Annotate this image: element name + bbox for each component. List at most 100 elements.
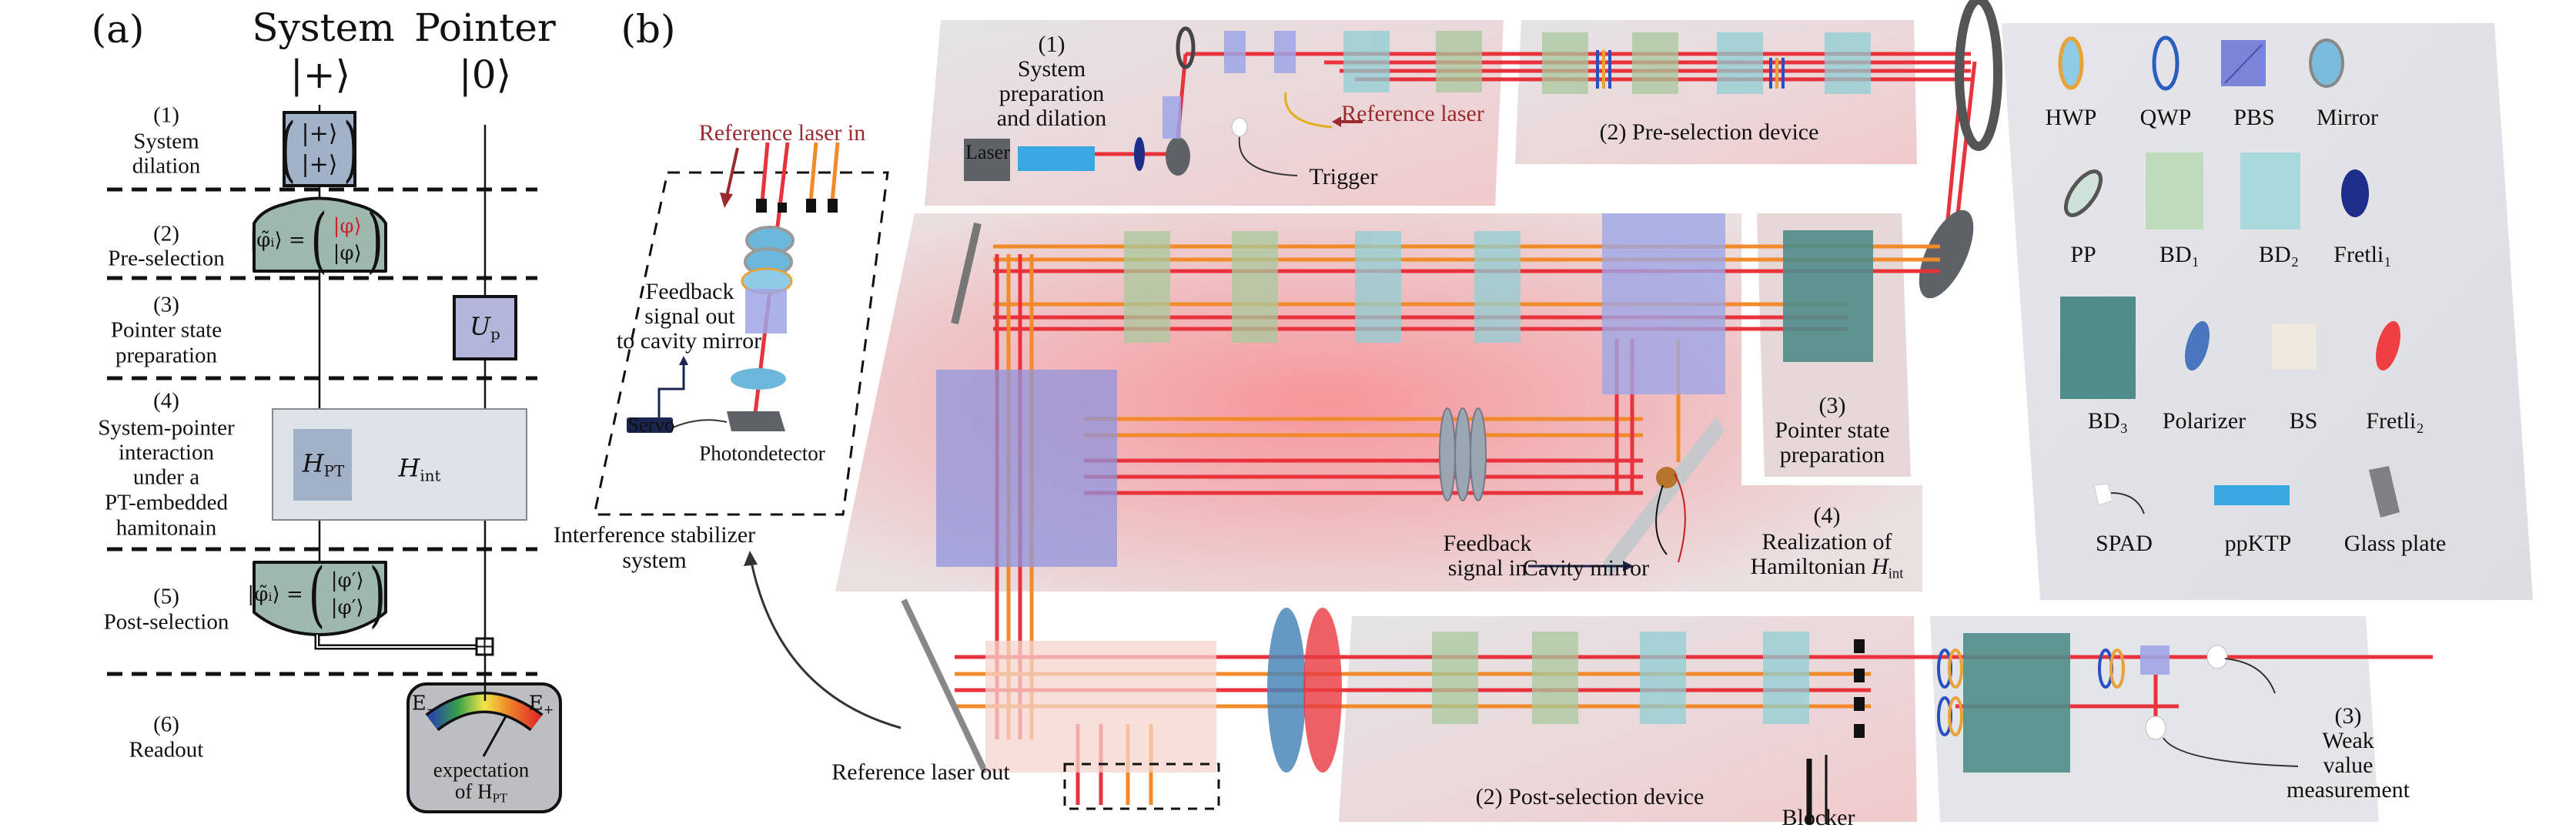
bd3 [1783,230,1873,362]
reference-out-box [1063,763,1220,810]
system-title: System [252,5,395,50]
step-number: (1) [153,102,179,128]
plate-preselection [1515,20,1917,164]
pointer-prep-label: Pointer state [1775,417,1890,443]
hwp [2109,649,2125,689]
pp-plate [1176,26,1196,69]
trigger-cable [1238,136,1298,176]
mirror [1166,137,1190,176]
step-label: preparation [115,343,218,368]
qwp-icon [2152,35,2180,91]
pointer-prep-operator: Up [470,311,500,344]
reference-laser-in-label: Reference laser in [698,120,866,146]
meter-min-label: E− [411,692,437,717]
feedback-in-label: Feedback [1443,531,1532,556]
postselection-bottom: |φ′⟩ [330,596,364,619]
bd3-icon [2060,297,2136,399]
dilation-gate [283,111,356,187]
step-separators [107,187,537,676]
legend-label-fretli1: Fretli₁ [2333,242,2392,267]
pt-hamiltonian-block [293,429,352,501]
meter-max-label: E+ [528,692,554,717]
bd1 [1532,632,1578,724]
glass-plate [951,222,982,325]
step-label: dilation [132,153,201,179]
legend-label-qwp: QWP [2139,105,2192,130]
system-prep-label: System [1017,56,1086,82]
postselection-device-label: (2) Post-selection device [1475,784,1705,810]
pbs [1163,96,1181,139]
reference-in-arrow [725,147,739,197]
step-label: interaction [118,440,215,465]
polarizer-icon [2185,320,2210,371]
feedback-in-label: signal in [1447,555,1527,581]
step-label: System-pointer [98,415,235,441]
postselection-lhs: |φ̃ᵢ⟩ = [247,583,303,606]
system-initial-ket: |+⟩ [289,52,351,97]
bd2 [1717,32,1763,94]
dilation-vector: ( |+⟩ |+⟩ ) [279,108,360,190]
meter-caption-line2: of HPT [454,779,508,806]
bd1 [1432,632,1478,724]
bd1 [1436,31,1482,92]
bd2 [1343,31,1390,92]
pt-hamiltonian-label: HPT [302,448,345,481]
bd2 [1474,231,1521,343]
glass-plate [901,598,989,774]
postselection-gate [253,561,387,636]
legend-label-bs: BS [2289,408,2318,434]
trigger-label: Trigger [1309,164,1378,189]
bd1 [1542,32,1588,94]
bd3 [1963,633,2070,773]
legend-label-bd3: BD₃ [2087,408,2129,434]
system-prep-label: preparation [999,81,1105,106]
system-prep-label: (1) [1038,32,1066,57]
reference-fiber [1284,92,1333,129]
bd2 [1825,32,1871,94]
preselection-bottom: |φ⟩ [333,242,362,265]
servo [627,417,673,433]
piezo-wire [1655,484,1668,555]
legend-label-pp: PP [2070,242,2096,267]
feedback-out-label: signal out [644,303,735,329]
spad-icon [2093,483,2113,506]
pbs [2140,645,2170,675]
step-label: Readout [129,737,204,763]
spad [2145,716,2166,740]
step-number: (5) [153,584,179,609]
legend-label-hwp: HWP [2045,105,2097,130]
legend-label-ppktp: ppKTP [2224,531,2292,556]
bs-icon [2270,323,2318,370]
bd2 [1355,231,1401,343]
stabilizer-lens [731,368,786,390]
ppktp-crystal [1018,146,1095,171]
stabilizer-pointer-arrow [749,558,902,729]
pointer-prep-gate [453,295,517,360]
pointer-prep-label: preparation [1779,442,1885,468]
stabilizer-pbs [745,289,787,334]
meter-caption-line1: expectation [433,758,530,782]
realization-label: (4) [1813,503,1841,528]
postselection-state: |φ̃ᵢ⟩ = ( |φ′⟩ |φ′⟩ ) [247,553,386,635]
step-number: (2) [153,221,179,246]
beam-displacers-main [1124,231,1521,343]
interaction-hamiltonian-label: Hint [398,453,441,485]
postselection-top: |φ′⟩ [330,568,364,592]
bd1 [1232,231,1278,343]
realization-label: Realization of [1761,529,1892,555]
step-label: Pointer state [110,317,222,343]
servo-label: Servo [627,414,675,436]
fretli1-icon [2341,169,2369,217]
servo-feedback-arrow [657,362,685,417]
blocker-label: Blocker [1781,805,1855,830]
feedback-out-label: to cavity mirror [616,328,762,354]
beam-displacers-top [1343,31,1871,94]
pbs [1274,31,1296,73]
weak-value-label: measurement [2287,777,2410,803]
blockers [1854,639,1865,738]
bd2 [1763,632,1809,724]
step-label: hamitonain [115,515,217,541]
bd1 [1632,32,1678,94]
beam-blockers [756,199,838,213]
